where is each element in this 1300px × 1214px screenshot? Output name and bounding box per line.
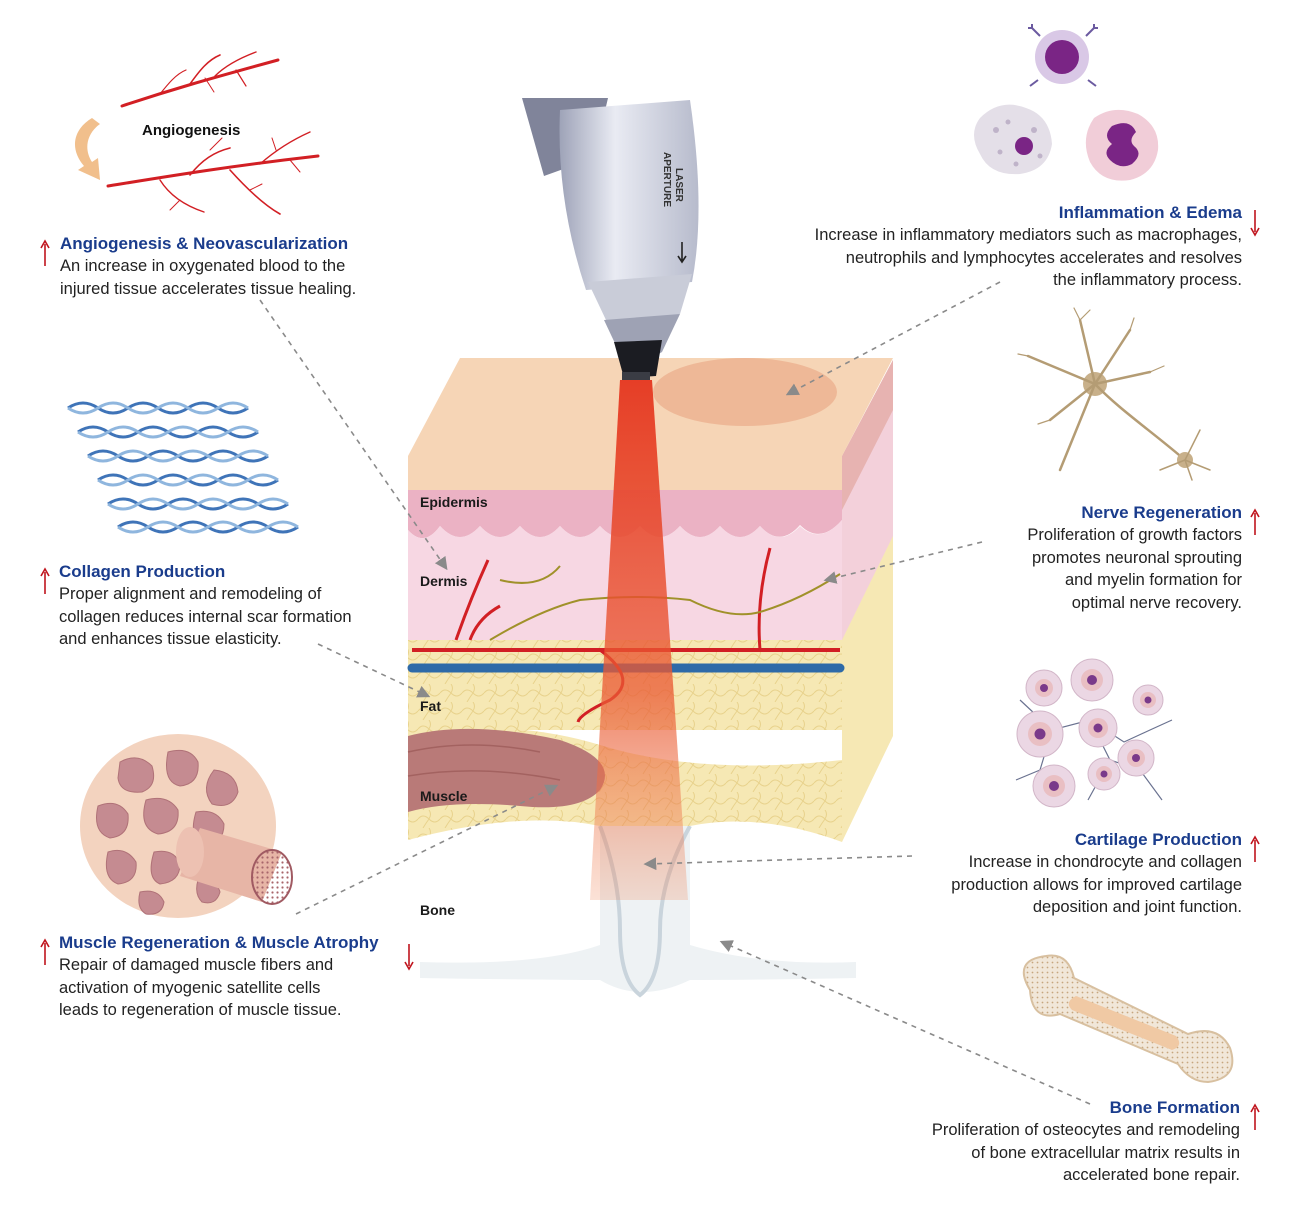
muscle-illustration: [80, 734, 293, 918]
effect-title: Cartilage Production: [1074, 830, 1242, 849]
effect-line: leads to regeneration of muscle tissue.: [59, 1001, 342, 1019]
laser-handpiece: LASER APERTURE: [522, 98, 699, 380]
immune-cells-illustration: [974, 24, 1159, 181]
effect-line: injured tissue accelerates tissue healin…: [60, 279, 357, 298]
effect-inflammation: Inflammation & Edema Increase in inflamm…: [700, 202, 1242, 292]
increase-arrow-icon: [1250, 508, 1260, 535]
neuron-illustration: [1017, 307, 1211, 481]
effect-line: and enhances tissue elasticity.: [59, 630, 282, 648]
increase-arrow-icon: [40, 567, 50, 594]
decrease-arrow-icon: [1250, 210, 1260, 237]
effect-collagen: Collagen Production Proper alignment and…: [59, 561, 419, 651]
increase-arrow-icon: [1250, 1103, 1260, 1130]
effect-line: Increase in inflammatory mediators such …: [814, 226, 1242, 244]
skin-cross-section: [407, 358, 893, 998]
effect-line: collagen reduces internal scar formation: [59, 607, 352, 626]
layer-label-muscle: Muscle: [420, 788, 468, 804]
layer-label-fat: Fat: [420, 698, 441, 714]
effect-line: Repair of damaged muscle fibers and: [59, 956, 334, 974]
increase-arrow-icon: [40, 938, 50, 965]
aperture-label-line2: APERTURE: [661, 152, 672, 207]
effect-muscle: Muscle Regeneration & Muscle Atrophy Rep…: [59, 932, 419, 1022]
effect-line: accelerated bone repair.: [1062, 1166, 1240, 1184]
laser-beam: [590, 380, 688, 900]
increase-arrow-icon: [40, 239, 50, 266]
effect-line: Increase in chondrocyte and collagen: [968, 853, 1242, 871]
effect-line: production allows for improved cartilage: [951, 875, 1242, 894]
aperture-arrow-icon: [677, 242, 687, 264]
effect-line: Proliferation of osteocytes and remodeli…: [931, 1121, 1240, 1139]
effect-angiogenesis: Angiogenesis & Neovascularization An inc…: [60, 233, 420, 300]
effect-nerve: Nerve Regeneration Proliferation of grow…: [900, 502, 1242, 614]
bone-illustration: [1022, 954, 1234, 1084]
effect-line: Proper alignment and remodeling of: [59, 585, 322, 603]
increase-arrow-icon: [1250, 835, 1260, 862]
effect-line: deposition and joint function.: [1032, 898, 1242, 916]
effect-title: Bone Formation: [1109, 1098, 1240, 1117]
effect-title: Inflammation & Edema: [1058, 203, 1242, 222]
angiogenesis-caption: Angiogenesis: [142, 122, 240, 139]
effect-line: neutrophils and lymphocytes accelerates …: [845, 248, 1242, 267]
effect-line: of bone extracellular matrix results in: [971, 1143, 1240, 1162]
effect-cartilage: Cartilage Production Increase in chondro…: [860, 829, 1242, 919]
leader-lines: [259, 281, 1091, 1105]
effect-title: Collagen Production: [59, 562, 226, 581]
aperture-label-line1: LASER: [673, 168, 684, 203]
effect-bone: Bone Formation Proliferation of osteocyt…: [840, 1097, 1240, 1187]
collagen-illustration: [67, 401, 299, 534]
layer-label-dermis: Dermis: [420, 573, 468, 589]
decrease-arrow-icon: [404, 944, 414, 971]
effect-line: promotes neuronal sprouting: [1031, 548, 1242, 567]
effect-title: Angiogenesis & Neovascularization: [60, 234, 349, 253]
effect-line: and myelin formation for: [1065, 571, 1242, 589]
effect-line: Proliferation of growth factors: [1027, 526, 1242, 544]
effect-title: Muscle Regeneration & Muscle Atrophy: [59, 933, 379, 952]
effect-line: the inflammatory process.: [1053, 271, 1242, 289]
effect-title: Nerve Regeneration: [1081, 503, 1242, 522]
cartilage-cells-illustration: [1006, 656, 1178, 818]
layer-label-bone: Bone: [420, 902, 455, 918]
effect-line: activation of myogenic satellite cells: [59, 978, 321, 997]
angiogenesis-illustration: Angiogenesis: [74, 51, 320, 215]
effect-line: optimal nerve recovery.: [1071, 593, 1242, 612]
effect-line: An increase in oxygenated blood to the: [60, 257, 346, 275]
layer-label-epidermis: Epidermis: [420, 494, 488, 510]
